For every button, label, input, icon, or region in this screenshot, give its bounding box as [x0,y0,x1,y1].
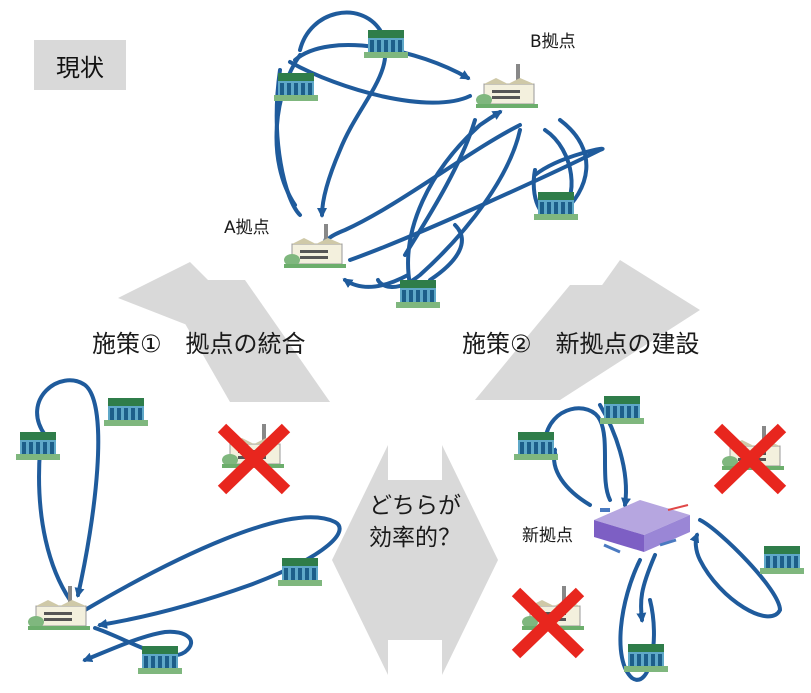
policy1-network-arrows [35,378,342,663]
site-a-label: A拠点 [224,218,270,238]
warehouse-icon [16,432,60,460]
cross-icon [713,423,787,495]
policy2-panel-arrow [475,260,700,400]
warehouse-icon [760,546,804,574]
current-network-arrows [274,10,605,289]
warehouse-icon [138,646,182,674]
site-b-label: B拠点 [530,32,576,52]
comparison-question: どちらが 効率的？ [360,490,470,554]
policy1-panel-arrow [118,262,330,402]
policy2-heading: 施策② 新拠点の建設 [462,330,700,358]
cross-icon [511,587,585,659]
question-line2: 効率的？ [369,525,461,551]
factory-icon [283,223,347,269]
warehouse-icon [278,558,322,586]
warehouse-icon [396,280,440,308]
factory-icon [475,63,539,109]
warehouse-icon [514,432,558,460]
current-state-badge: 現状 [34,40,126,90]
warehouse-icon [600,396,644,424]
comparison-double-arrow [332,445,498,675]
warehouse-icon [364,30,408,58]
warehouse-icon [274,73,318,101]
question-line1: どちらが [369,493,461,519]
warehouse-icon [534,192,578,220]
warehouse-icon [624,644,668,672]
warehouse-icon [104,398,148,426]
cross-icon [217,423,291,495]
policy1-heading: 施策① 拠点の統合 [92,330,306,358]
factory-icon [27,585,91,631]
current-state-label: 現状 [56,53,104,82]
distribution-center-icon [594,500,690,554]
new-site-label: 新拠点 [522,526,573,546]
